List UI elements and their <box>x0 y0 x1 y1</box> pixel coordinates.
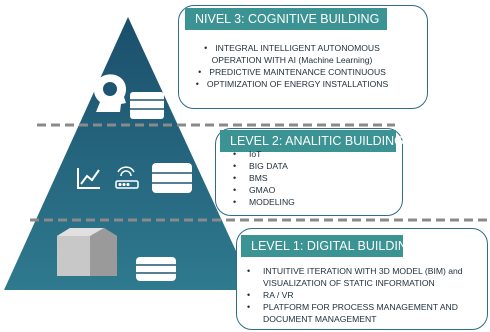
level3-item-continued: OPERATION WITH AI (Machine Learning) <box>211 55 373 65</box>
level3-title: NIVEL 3: COGNITIVE BUILDING <box>185 8 387 30</box>
level1-item: INTUITIVE ITERATION WITH 3D MODEL (BIM) … <box>247 265 463 277</box>
router-icon <box>115 166 139 189</box>
level3-items: INTEGRAL INTELLIGENT AUTONOMOUS OPERATIO… <box>179 42 429 90</box>
level1-item: PLATFORM FOR PROCESS MANAGEMENT AND <box>247 301 463 313</box>
level1-item: RA / VR <box>247 289 463 301</box>
level2-item: GMAO <box>233 184 295 196</box>
level2-item: BMS <box>233 172 295 184</box>
level3-item: PREDICTIVE MAINTENANCE CONTINUOUS <box>167 66 417 78</box>
level2-panel: LEVEL 2: ANALITIC BUILDING IoT BIG DATA … <box>215 128 404 216</box>
level2-item: MODELING <box>233 196 295 208</box>
level1-panel: LEVEL 1: DIGITAL BUILDING INTUITIVE ITER… <box>236 228 488 330</box>
level3-item: OPTIMIZATION OF ENERGY INSTALLATIONS <box>167 78 417 90</box>
level1-title: LEVEL 1: DIGITAL BUILDING <box>241 235 417 257</box>
level1-items: INTUITIVE ITERATION WITH 3D MODEL (BIM) … <box>247 265 463 325</box>
chart-icon <box>77 168 100 189</box>
level3-item: INTEGRAL INTELLIGENT AUTONOMOUS <box>167 42 417 54</box>
level1-item-continued: DOCUMENT MANAGEMENT <box>263 314 377 324</box>
database-icon <box>130 92 164 119</box>
level2-item: BIG DATA <box>233 160 295 172</box>
database-icon <box>152 163 192 193</box>
brain-head-icon <box>94 74 127 112</box>
building-3d-icon <box>57 228 117 276</box>
level2-title: LEVEL 2: ANALITIC BUILDING <box>220 130 404 152</box>
level2-items: IoT BIG DATA BMS GMAO MODELING <box>233 148 295 208</box>
pyramid-shape <box>4 17 254 290</box>
level1-item-continued: VISUALIZATION OF STATIC INFORMATION <box>263 278 435 288</box>
database-icon <box>136 257 176 281</box>
level3-panel: NIVEL 3: COGNITIVE BUILDING INTEGRAL INT… <box>178 5 428 109</box>
level2-item: IoT <box>233 148 295 160</box>
